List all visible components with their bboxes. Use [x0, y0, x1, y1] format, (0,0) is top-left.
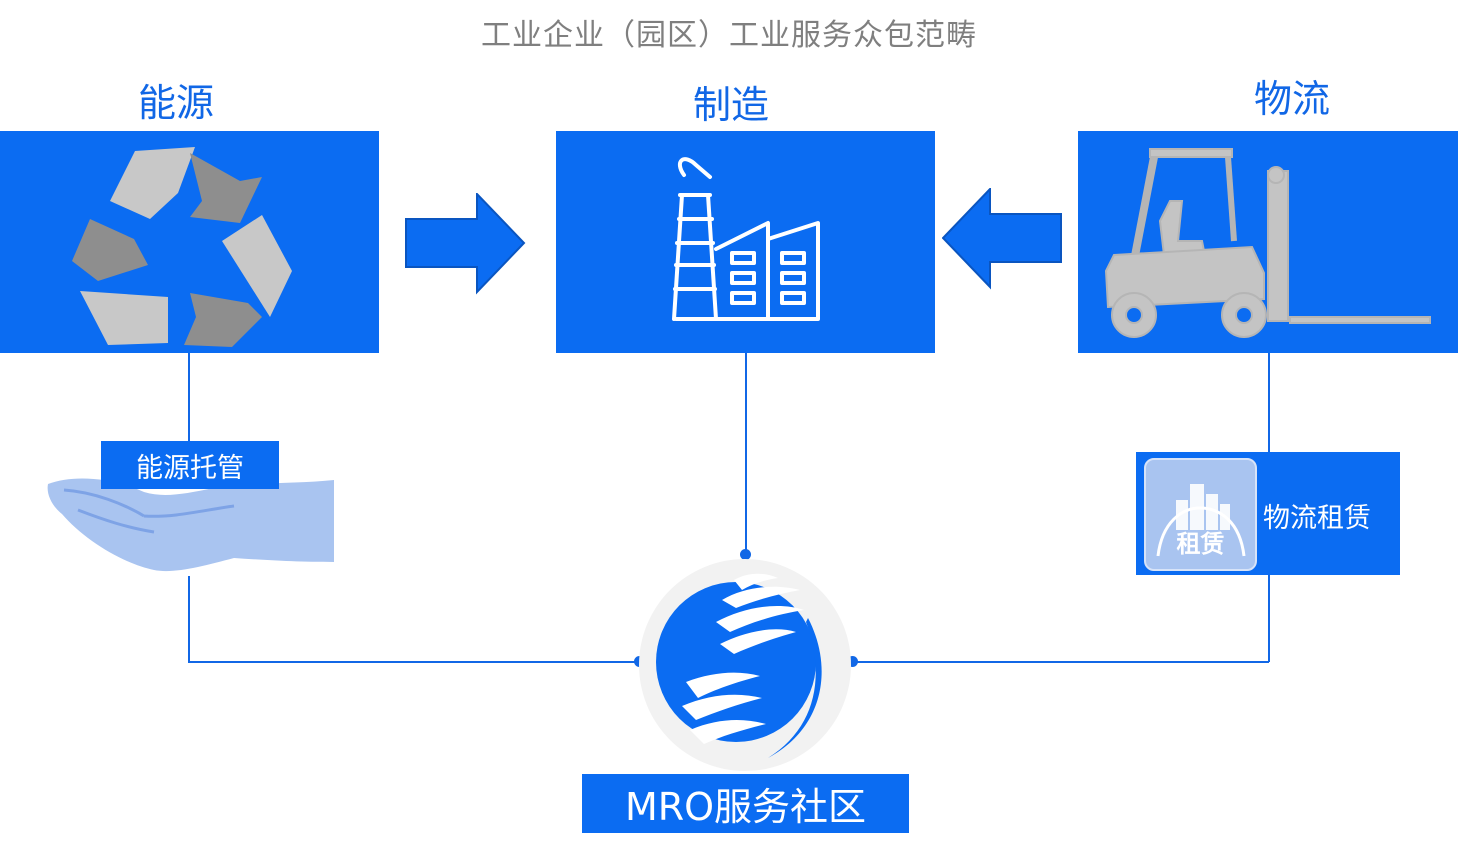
energy-connector-bottom [188, 576, 190, 662]
logistics-box [1078, 131, 1458, 353]
arrow-right-icon [405, 193, 527, 295]
energy-hosting-tag: 能源托管 [101, 441, 279, 489]
connector-dot-right [847, 656, 858, 667]
mro-globe-hands-icon [638, 558, 852, 772]
manufacturing-box [556, 131, 935, 353]
manufacturing-label: 制造 [692, 83, 769, 127]
factory-icon [672, 157, 820, 321]
arrow-left-icon [942, 188, 1064, 290]
building-lease-icon: 租赁 [1144, 458, 1257, 571]
logistics-leasing-tag: 租赁 物流租赁 [1136, 452, 1400, 575]
energy-label: 能源 [137, 81, 214, 125]
recycle-icon [72, 147, 292, 347]
diagram-title: 工业企业（园区）工业服务众包范畴 [481, 18, 977, 53]
mro-community-label: MRO服务社区 [582, 774, 909, 833]
connector-dot-top [740, 549, 751, 560]
energy-box [0, 131, 379, 353]
energy-connector-top [188, 353, 190, 441]
open-hand-icon [44, 470, 336, 576]
manufacturing-connector [745, 353, 747, 555]
logistics-connector-top [1268, 353, 1270, 453]
logistics-leasing-label: 物流租赁 [1263, 503, 1371, 534]
leasing-badge-text: 租赁 [1176, 530, 1225, 558]
logistics-connector-bottom [1268, 575, 1270, 662]
energy-connector-horizontal [188, 661, 640, 663]
logistics-label: 物流 [1253, 77, 1330, 121]
logistics-connector-horizontal [852, 661, 1269, 663]
forklift-icon [1104, 148, 1431, 338]
